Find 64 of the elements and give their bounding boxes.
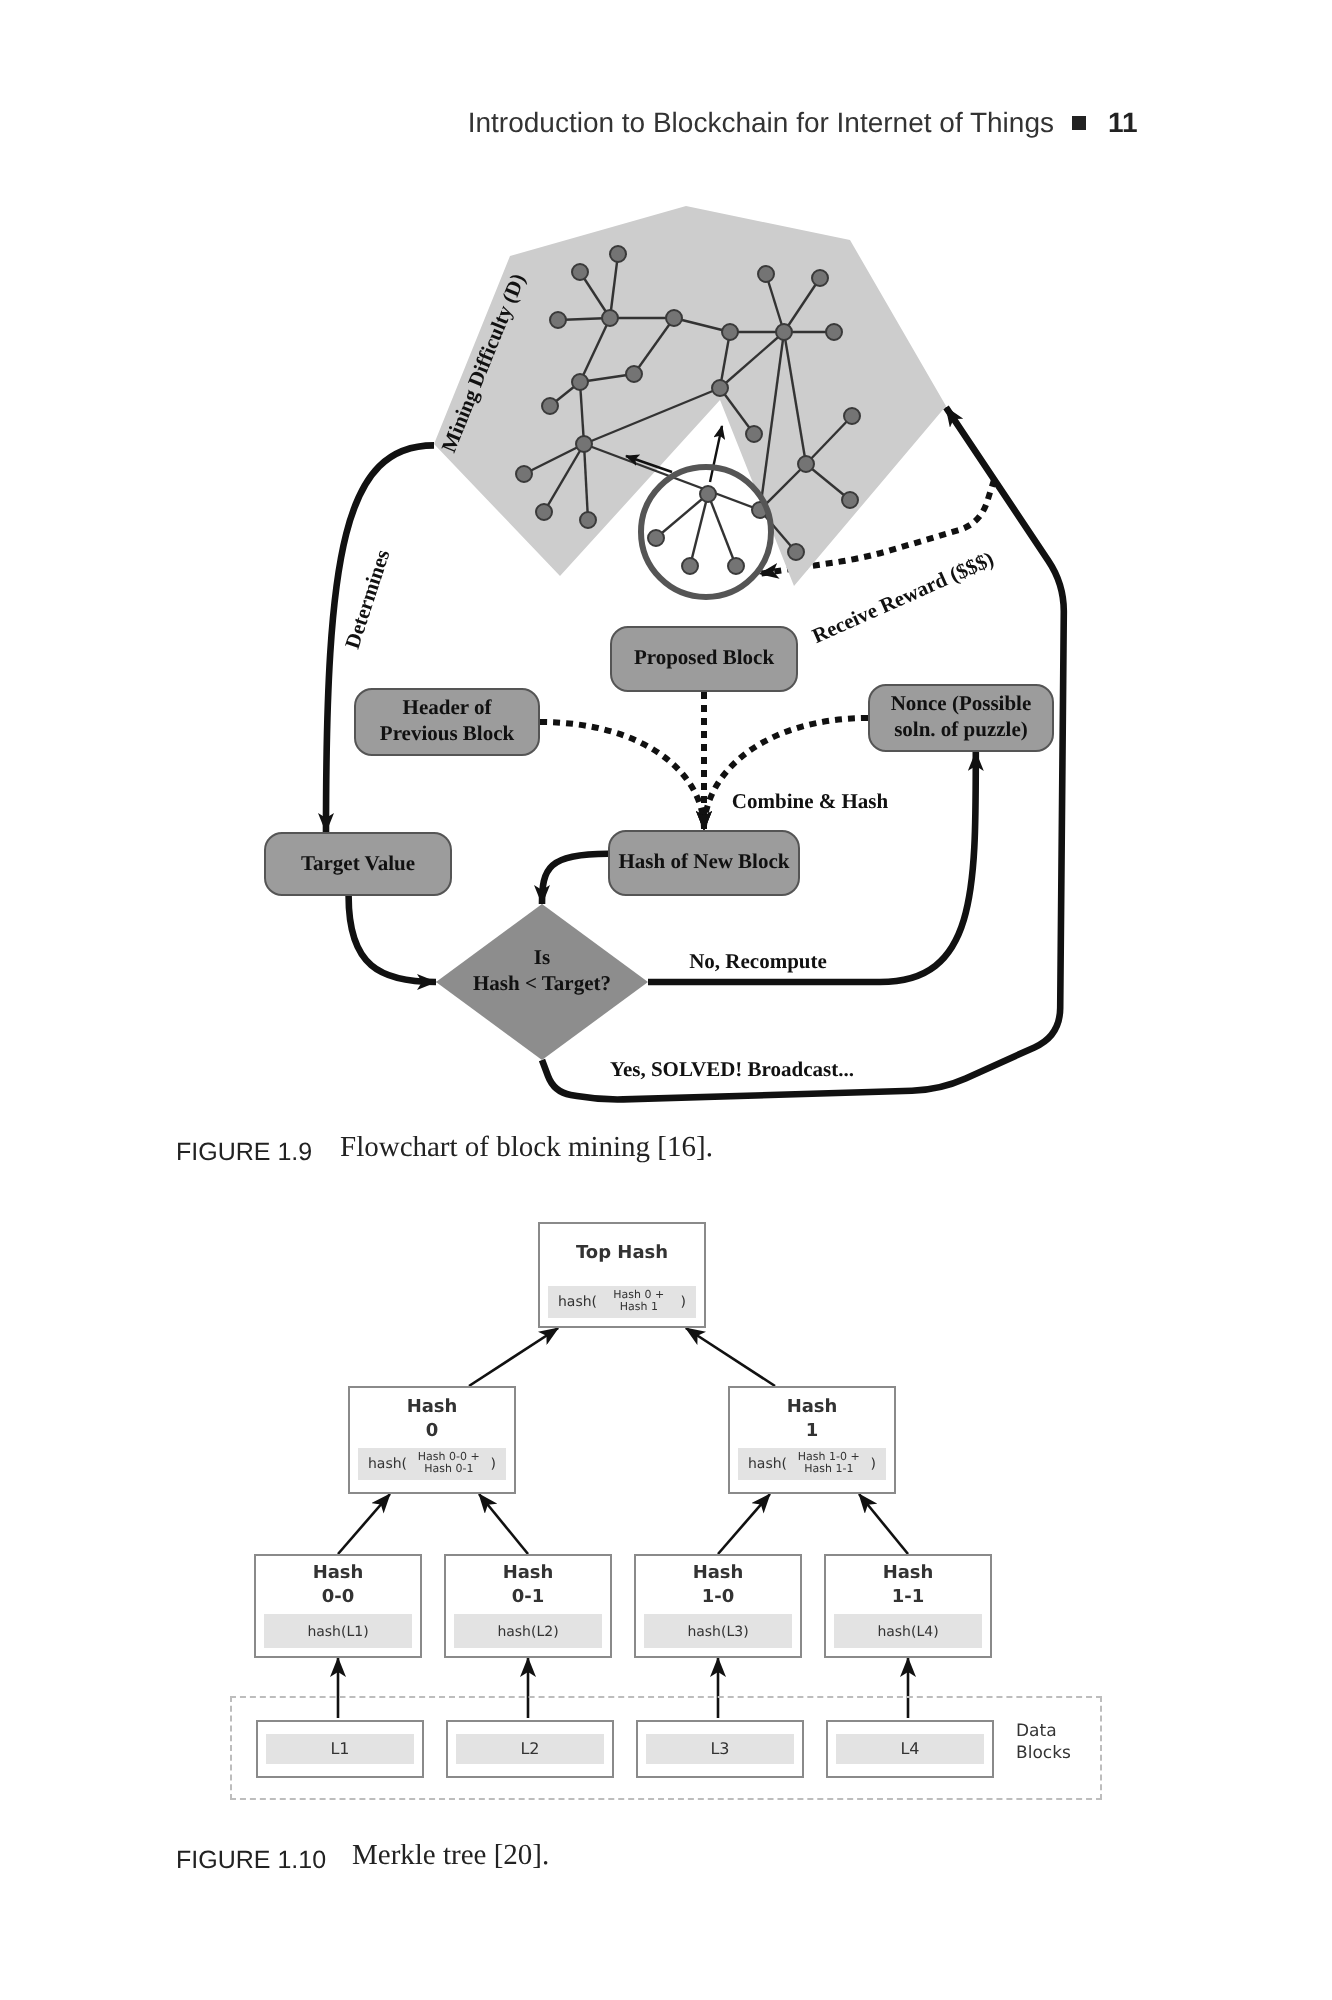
hash-title: Top Hash: [573, 1242, 671, 1266]
process-box: [354, 688, 540, 756]
process-box: [264, 832, 452, 896]
box-label: Hash of New Block: [618, 850, 790, 876]
process-box: [868, 684, 1054, 752]
hash-node-box: [444, 1554, 612, 1658]
figure-number: FIGURE 1.9: [176, 1136, 313, 1170]
hash-node-box: [348, 1386, 516, 1494]
decision-diamond: [436, 904, 648, 1060]
dashed-arrow: [697, 715, 869, 831]
hash-title: Hash 0-1: [500, 1562, 556, 1610]
arrow: [330, 1657, 346, 1718]
hash-title: Hash 1-1: [880, 1562, 936, 1610]
hash-node-box: [254, 1554, 422, 1658]
data-blocks-group: [230, 1696, 1102, 1800]
arrow: [710, 1657, 726, 1718]
arrow: [900, 1657, 916, 1718]
arrow: [538, 405, 1068, 1103]
data-block-bar: L4: [836, 1734, 984, 1764]
dashed-arrow: [758, 479, 997, 579]
box-label: Nonce (Possible soln. of puzzle): [888, 692, 1034, 744]
process-box: [608, 830, 800, 896]
box-label: Header of Previous Block: [377, 696, 517, 748]
figure-number: FIGURE 1.10: [176, 1844, 327, 1878]
hash-node-box: [538, 1222, 706, 1328]
arrow: [534, 850, 609, 905]
data-block-box: [826, 1720, 994, 1778]
box-label: Target Value: [300, 851, 416, 877]
hash-node-box: [634, 1554, 802, 1658]
hash-node-box: [728, 1386, 896, 1494]
data-block-bar: L1: [266, 1734, 414, 1764]
arrow: [520, 1657, 536, 1718]
hash-title: Hash 1: [784, 1396, 840, 1444]
dashed-arrow: [696, 692, 712, 831]
box-label: Proposed Block: [633, 646, 775, 672]
arrow: [648, 751, 984, 986]
decision-label: Is Hash < Target?: [471, 945, 613, 997]
arrow: [717, 1493, 771, 1555]
page-number: 11: [1108, 104, 1138, 140]
edge-label: Yes, SOLVED! Broadcast...: [606, 1060, 858, 1084]
arrow: [858, 1493, 909, 1555]
data-block-bar: L2: [456, 1734, 604, 1764]
edge-label: No, Recompute: [685, 952, 831, 976]
running-header: Introduction to Blockchain for Internet of Things: [467, 104, 1054, 140]
arrow: [468, 1326, 560, 1388]
arrow: [345, 895, 437, 990]
arrow: [684, 1326, 776, 1388]
dashed-arrow: [539, 719, 711, 831]
process-box: [610, 626, 798, 692]
arrow: [337, 1493, 391, 1555]
hash-title: Hash 0: [404, 1396, 460, 1444]
arrow: [478, 1493, 529, 1555]
highlight-circle: [638, 464, 774, 600]
hash-node-box: [824, 1554, 992, 1658]
figure-caption: Flowchart of block mining [16].: [340, 1130, 713, 1166]
group-label: Data Blocks: [1016, 1722, 1073, 1766]
data-block-box: [636, 1720, 804, 1778]
hash-title: Hash 1-0: [690, 1562, 746, 1610]
hash-title: Hash 0-0: [310, 1562, 366, 1610]
data-block-box: [256, 1720, 424, 1778]
figure-caption: Merkle tree [20].: [352, 1838, 550, 1874]
data-block-bar: L3: [646, 1734, 794, 1764]
data-block-box: [446, 1720, 614, 1778]
arrow: [318, 442, 435, 833]
